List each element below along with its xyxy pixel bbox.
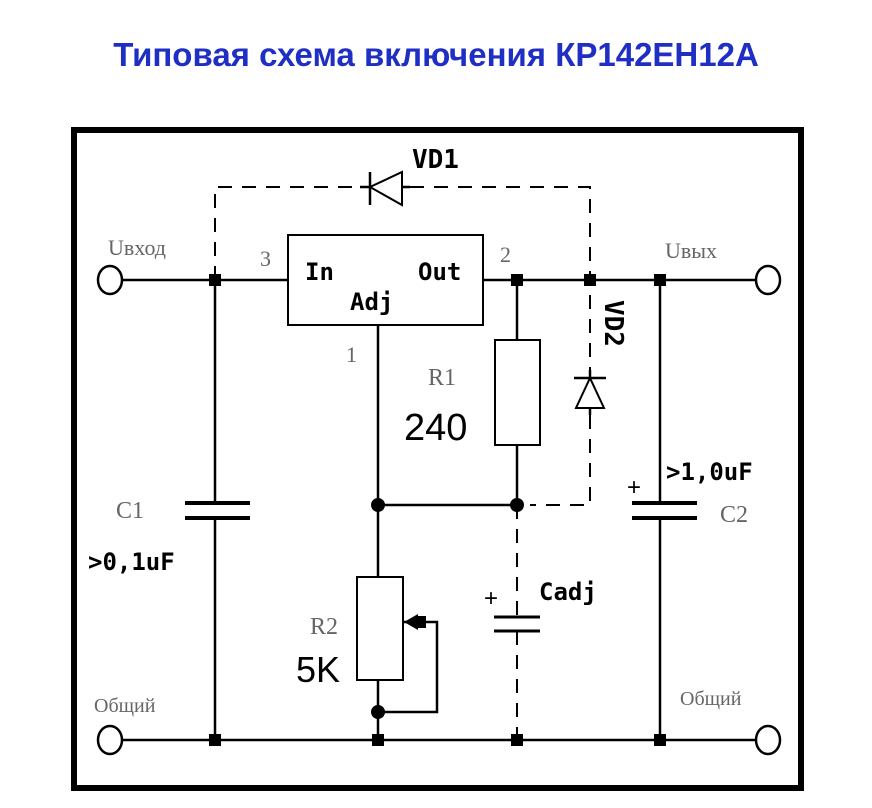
r2-value: 5K [296,649,340,690]
diagram-title: Типовая схема включения КР142ЕН12А [113,36,759,73]
diode-vd1 [360,170,410,207]
vd1-label: VD1 [412,145,459,175]
ic-pin-adj: Adj [350,288,393,316]
c2-plus: + [627,474,641,501]
c1-value: >0,1uF [88,548,175,576]
r1-label: R1 [428,365,456,391]
capacitor-c1 [185,501,250,520]
c2-label: C2 [720,502,748,528]
capacitor-c2 [632,501,697,520]
dashed-wires [214,186,591,740]
wires [123,278,755,742]
frame [71,127,804,791]
cadj-plus: + [484,585,498,612]
input-voltage-label: Uвход [108,235,166,260]
junctions [209,274,666,746]
output-voltage-label: Uвых [665,238,717,263]
vd2-label: VD2 [598,300,628,347]
r1-value: 240 [404,407,467,449]
c2-value: >1,0uF [666,458,753,486]
common-label-left: Общий [94,695,156,717]
common-terminal-right [754,724,782,756]
ic-pin-in: In [305,258,334,286]
pin-3-label: 3 [260,246,271,271]
input-terminal [96,264,124,296]
ic-pin-out: Out [418,258,461,286]
common-label-right: Общий [680,688,742,710]
capacitor-cadj [494,615,540,633]
resistor-r1 [494,339,541,446]
diode-vd2 [574,370,606,415]
output-terminal [754,264,782,296]
c1-label: C1 [116,498,144,524]
regulator-ic [287,234,484,326]
pin-1-label: 1 [346,342,357,367]
wiper-arrow-icon [404,614,418,630]
r2-label: R2 [310,614,338,640]
pin-2-label: 2 [500,242,511,267]
common-terminal-left [96,724,124,756]
cadj-label: Cadj [539,578,597,606]
potentiometer-r2 [356,576,404,681]
